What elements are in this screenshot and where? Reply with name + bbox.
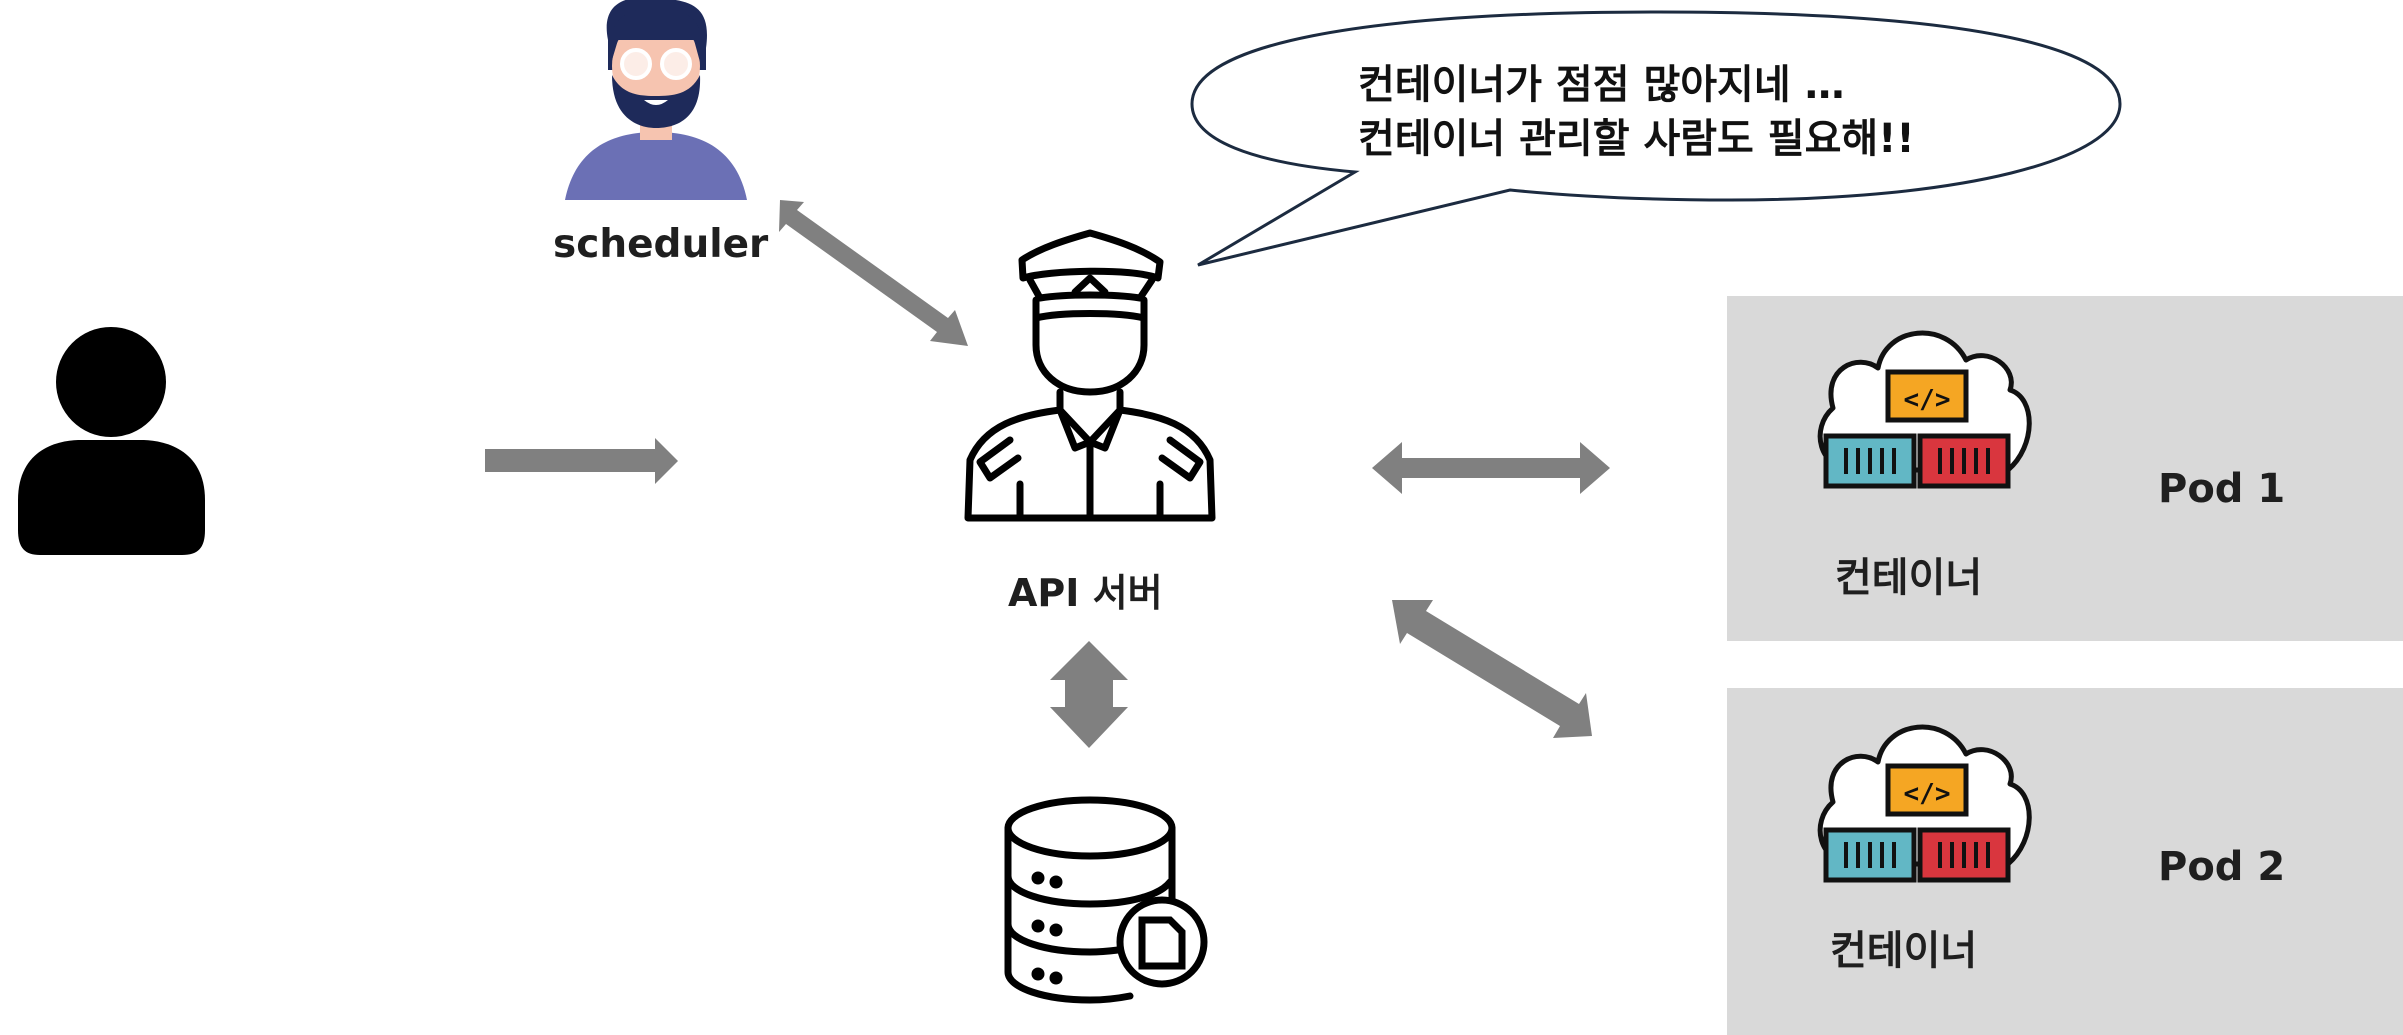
speech-line-1: 컨테이너가 점점 많아지네 … <box>1358 62 1845 108</box>
user-icon <box>18 327 205 555</box>
pod-2-container-icon <box>1820 727 2029 880</box>
police-officer-icon <box>964 229 1216 522</box>
arrow-api-pod2 <box>1392 600 1592 738</box>
pod-1-name: Pod 1 <box>2158 466 2286 512</box>
speech-bubble <box>1190 10 2122 267</box>
api-server-label: API 서버 <box>1008 571 1163 615</box>
arrow-user-to-api <box>485 438 678 484</box>
arrow-api-pod1 <box>1372 442 1610 494</box>
pod-2-name: Pod 2 <box>2158 844 2286 890</box>
scheduler-label: scheduler <box>553 222 769 267</box>
arrow-scheduler-api <box>779 200 968 346</box>
speech-text: 컨테이너가 점점 많아지네 … 컨테이너 관리할 사람도 필요해!! <box>1358 58 1915 166</box>
pod-2-container-label: 컨테이너 <box>1830 928 1978 974</box>
pod-1-container-label: 컨테이너 <box>1835 555 1983 601</box>
scheduler-person-icon <box>565 0 747 200</box>
pod-1-container-icon <box>1820 333 2029 486</box>
database-icon <box>1004 796 1208 1004</box>
arrow-api-database <box>1050 641 1128 748</box>
speech-line-2: 컨테이너 관리할 사람도 필요해!! <box>1358 116 1915 162</box>
